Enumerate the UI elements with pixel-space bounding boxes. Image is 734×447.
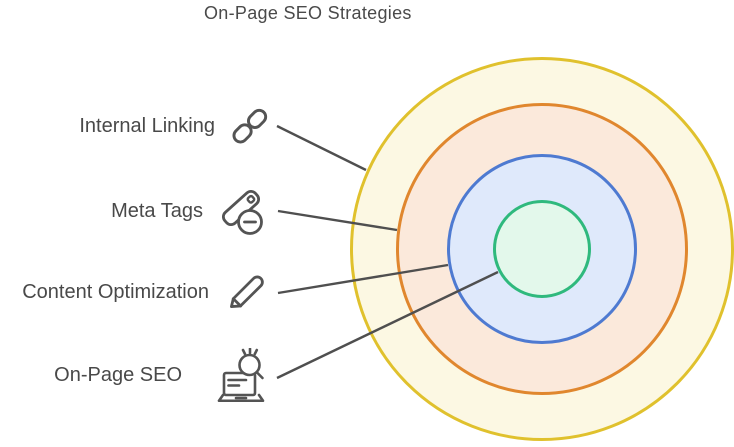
label-meta-tags: Meta Tags — [111, 199, 203, 222]
page-title: On-Page SEO Strategies — [204, 3, 412, 23]
label-row-internal-linking: Internal Linking — [79, 99, 272, 153]
link-icon — [232, 108, 268, 144]
label-row-content-optimization: Content Optimization — [22, 265, 268, 319]
label-row-on-page-seo: On-Page SEO — [54, 347, 272, 403]
laptop-search-icon — [217, 348, 265, 402]
tag-minus-icon — [221, 189, 263, 235]
label-internal-linking: Internal Linking — [79, 114, 215, 137]
label-content-optimization: Content Optimization — [22, 280, 209, 303]
ring-on-page-seo-core — [493, 200, 591, 298]
pencil-icon — [230, 275, 264, 308]
connector-internal-linking — [276, 124, 367, 172]
label-row-meta-tags: Meta Tags — [111, 184, 266, 238]
label-on-page-seo: On-Page SEO — [54, 363, 182, 386]
